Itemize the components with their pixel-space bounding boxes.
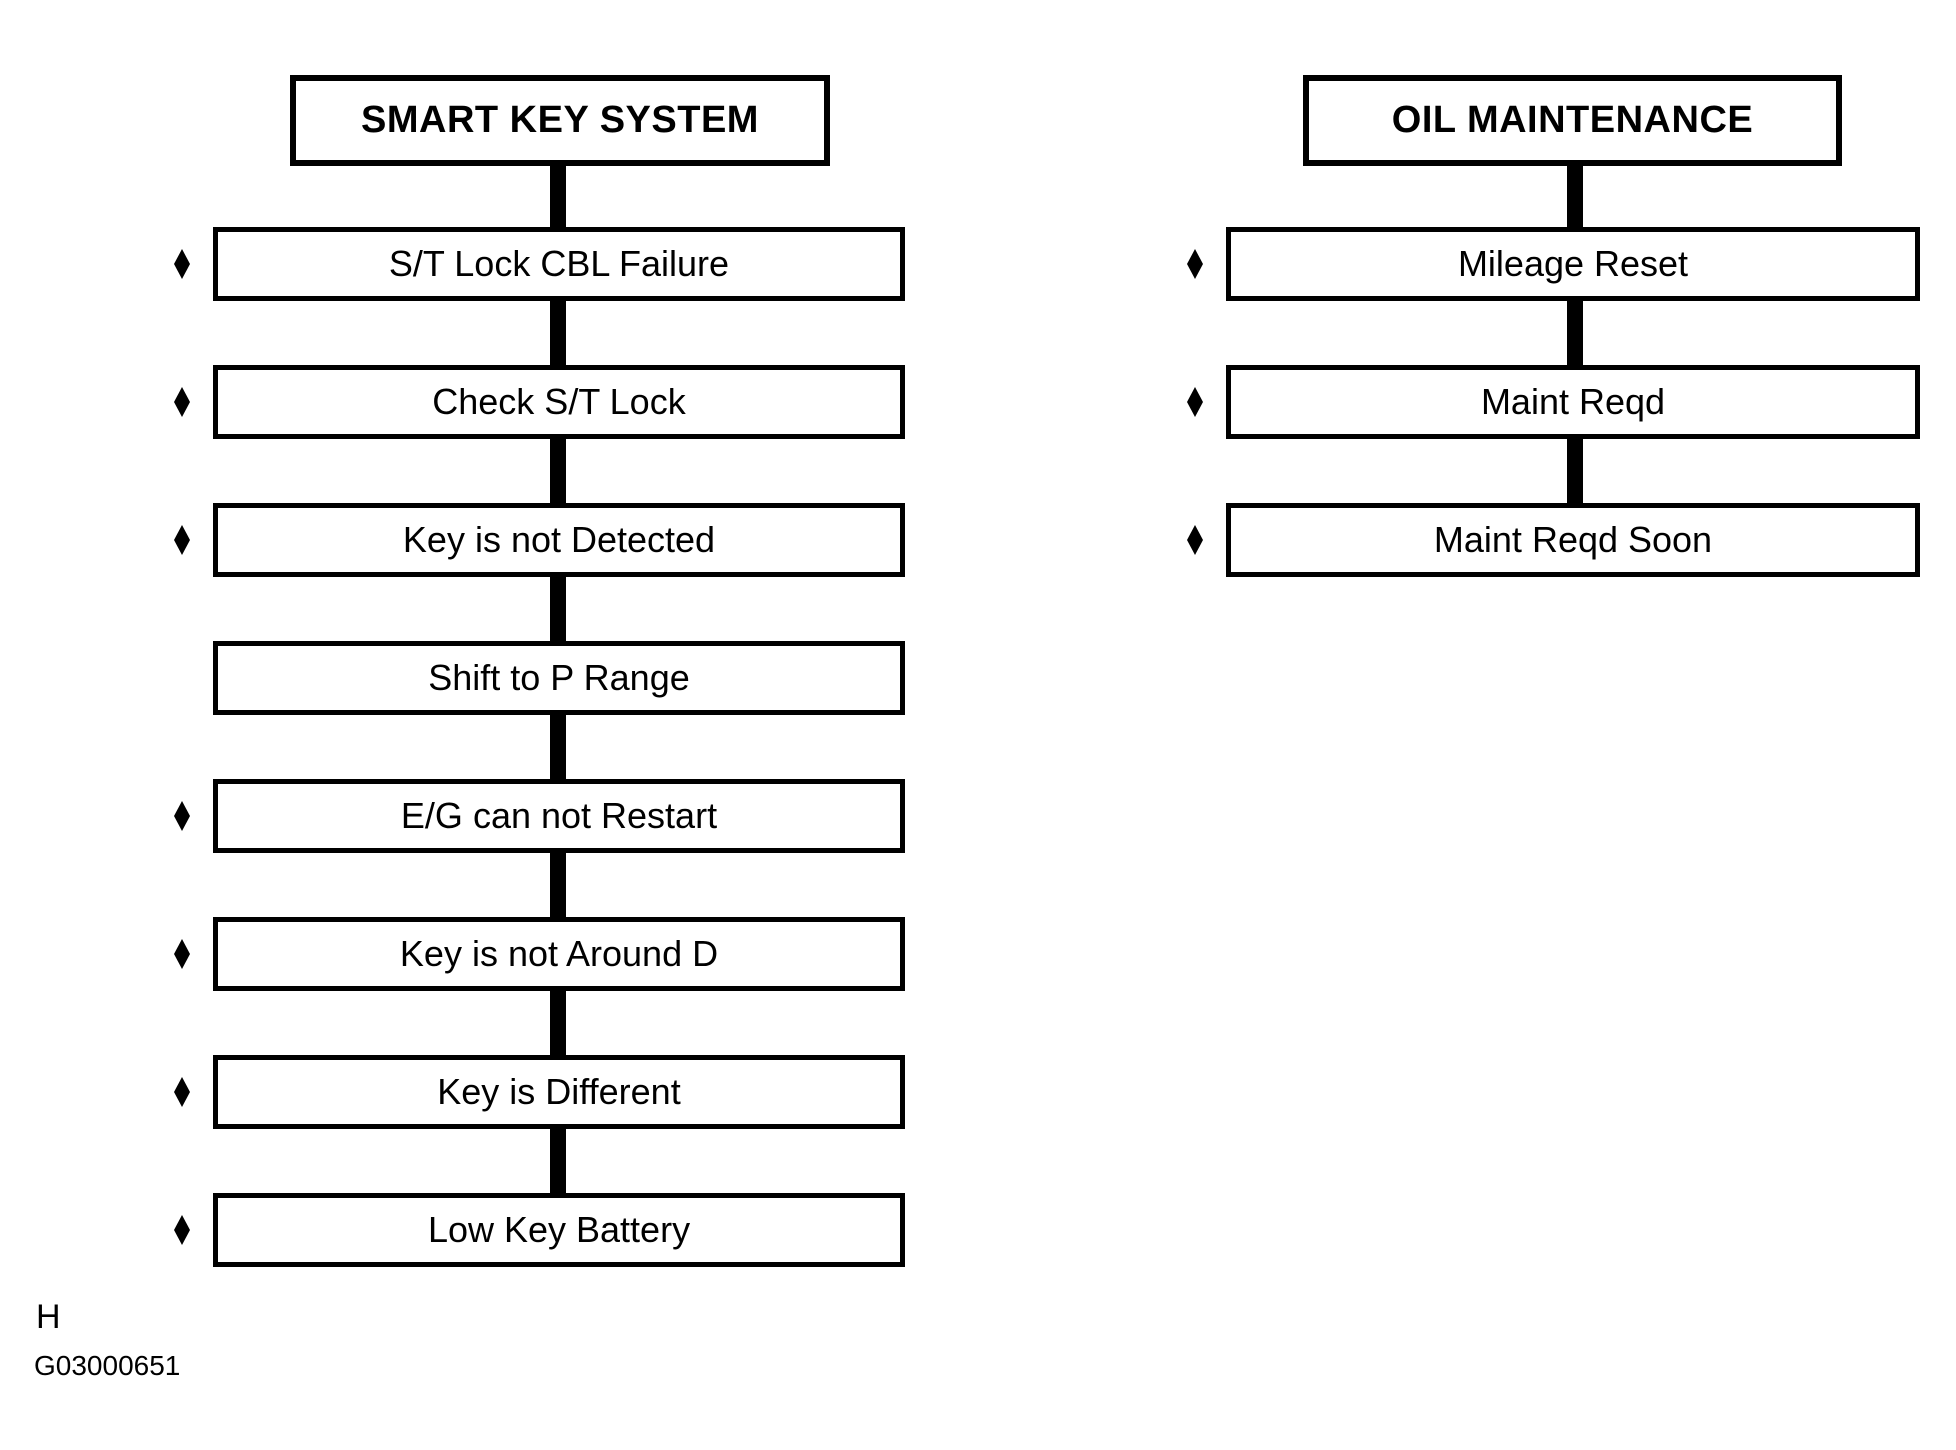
flow-box-label: Key is Different: [437, 1071, 681, 1112]
flow-box-low-key-battery: Low Key Battery: [213, 1193, 905, 1267]
diamond-bullet-icon: [1187, 387, 1203, 417]
flow-box-label: Mileage Reset: [1457, 243, 1689, 284]
flow-box-label: Low Key Battery: [427, 1209, 691, 1250]
flow-box-maint-reqd-soon: Maint Reqd Soon: [1226, 503, 1920, 577]
diamond-bullet-icon: [174, 249, 190, 279]
diamond-bullet-icon: [174, 801, 190, 831]
diamond-bullet-icon: [1187, 525, 1203, 555]
figure-id: G03000651: [34, 1350, 181, 1381]
connector-line-oil-maintenance: [1567, 120, 1583, 540]
flow-box-key-is-not-detected: Key is not Detected: [213, 503, 905, 577]
flow-box-label: S/T Lock CBL Failure: [388, 243, 730, 284]
flow-box-label: Key is not Around D: [399, 933, 719, 974]
diamond-bullet-icon: [174, 1077, 190, 1107]
diamond-bullet-icon: [174, 525, 190, 555]
flow-box-label: Maint Reqd: [1480, 381, 1666, 422]
flow-box-label: Maint Reqd Soon: [1433, 519, 1713, 560]
header-box-oil-maintenance: OIL MAINTENANCE: [1303, 75, 1842, 166]
diamond-bullet-icon: [1187, 249, 1203, 279]
flow-box-label: Shift to P Range: [428, 657, 690, 698]
flow-box-check-st-lock: Check S/T Lock: [213, 365, 905, 439]
flow-box-label: Key is not Detected: [402, 519, 716, 560]
flow-box-eg-can-not-restart: E/G can not Restart: [213, 779, 905, 853]
diamond-bullet-icon: [174, 1215, 190, 1245]
diamond-bullet-icon: [174, 939, 190, 969]
flow-box-label: E/G can not Restart: [400, 795, 718, 836]
flow-box-maint-reqd: Maint Reqd: [1226, 365, 1920, 439]
flow-box-shift-to-p-range: Shift to P Range: [213, 641, 905, 715]
diamond-bullet-icon: [174, 387, 190, 417]
flow-box-st-lock-cbl-failure: S/T Lock CBL Failure: [213, 227, 905, 301]
flow-box-key-is-not-around-d: Key is not Around D: [213, 917, 905, 991]
header-box-smart-key-system: SMART KEY SYSTEM: [290, 75, 830, 166]
flow-box-label: Check S/T Lock: [432, 381, 686, 422]
flow-box-key-is-different: Key is Different: [213, 1055, 905, 1129]
flow-box-mileage-reset: Mileage Reset: [1226, 227, 1920, 301]
header-label: SMART KEY SYSTEM: [361, 99, 759, 141]
header-label: OIL MAINTENANCE: [1391, 99, 1754, 141]
section-letter: H: [36, 1298, 61, 1336]
